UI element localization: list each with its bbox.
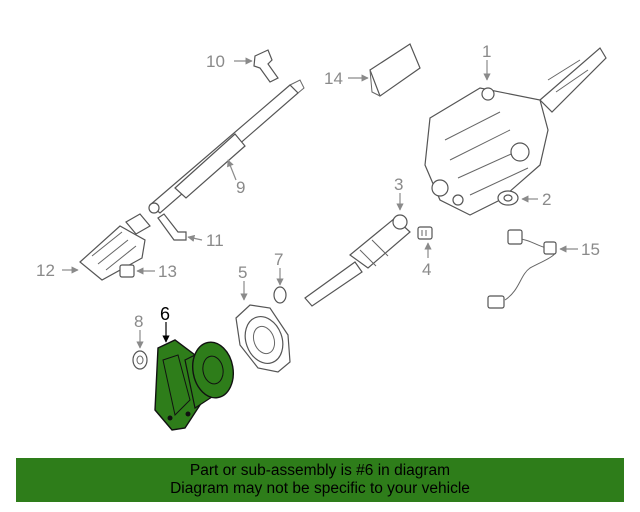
callout-15: 15 bbox=[581, 240, 600, 259]
callout-8: 8 bbox=[134, 312, 143, 331]
part-3-intermediate-shaft[interactable] bbox=[304, 214, 411, 307]
info-banner: Part or sub-assembly is #6 in diagram Di… bbox=[16, 458, 624, 502]
part-8-washer[interactable] bbox=[132, 350, 148, 370]
part-9-lower-shaft[interactable] bbox=[148, 79, 305, 214]
banner-line-2: Diagram may not be specific to your vehi… bbox=[170, 480, 470, 497]
callout-7: 7 bbox=[274, 250, 283, 269]
callout-1: 1 bbox=[482, 42, 491, 61]
part-7-nut[interactable] bbox=[273, 286, 287, 304]
part-1-column-housing[interactable] bbox=[424, 47, 607, 216]
part-2-washer[interactable] bbox=[497, 190, 519, 206]
callout-6-highlighted: 6 bbox=[160, 304, 170, 324]
callout-13: 13 bbox=[158, 262, 177, 281]
part-5-seal-plate[interactable] bbox=[235, 304, 291, 373]
callout-5: 5 bbox=[238, 263, 247, 282]
part-10-sensor[interactable] bbox=[253, 49, 279, 83]
part-6-boot-highlighted[interactable] bbox=[154, 339, 238, 431]
callout-4: 4 bbox=[422, 260, 431, 279]
part-12-ujoint[interactable] bbox=[79, 213, 151, 281]
callout-10: 10 bbox=[206, 52, 225, 71]
callout-3: 3 bbox=[394, 175, 403, 194]
callout-2: 2 bbox=[542, 190, 551, 209]
callout-11: 11 bbox=[206, 231, 224, 250]
part-13-bolt[interactable] bbox=[119, 264, 135, 278]
banner-line-1: Part or sub-assembly is #6 in diagram bbox=[189, 462, 451, 479]
part-4-bolt[interactable] bbox=[417, 226, 433, 240]
part-15-wiring[interactable] bbox=[487, 229, 557, 309]
callout-9: 9 bbox=[236, 178, 245, 197]
callout-14: 14 bbox=[324, 69, 343, 88]
part-14-module[interactable] bbox=[369, 43, 421, 97]
callout-12: 12 bbox=[36, 261, 55, 280]
part-11-bracket[interactable] bbox=[157, 213, 187, 241]
